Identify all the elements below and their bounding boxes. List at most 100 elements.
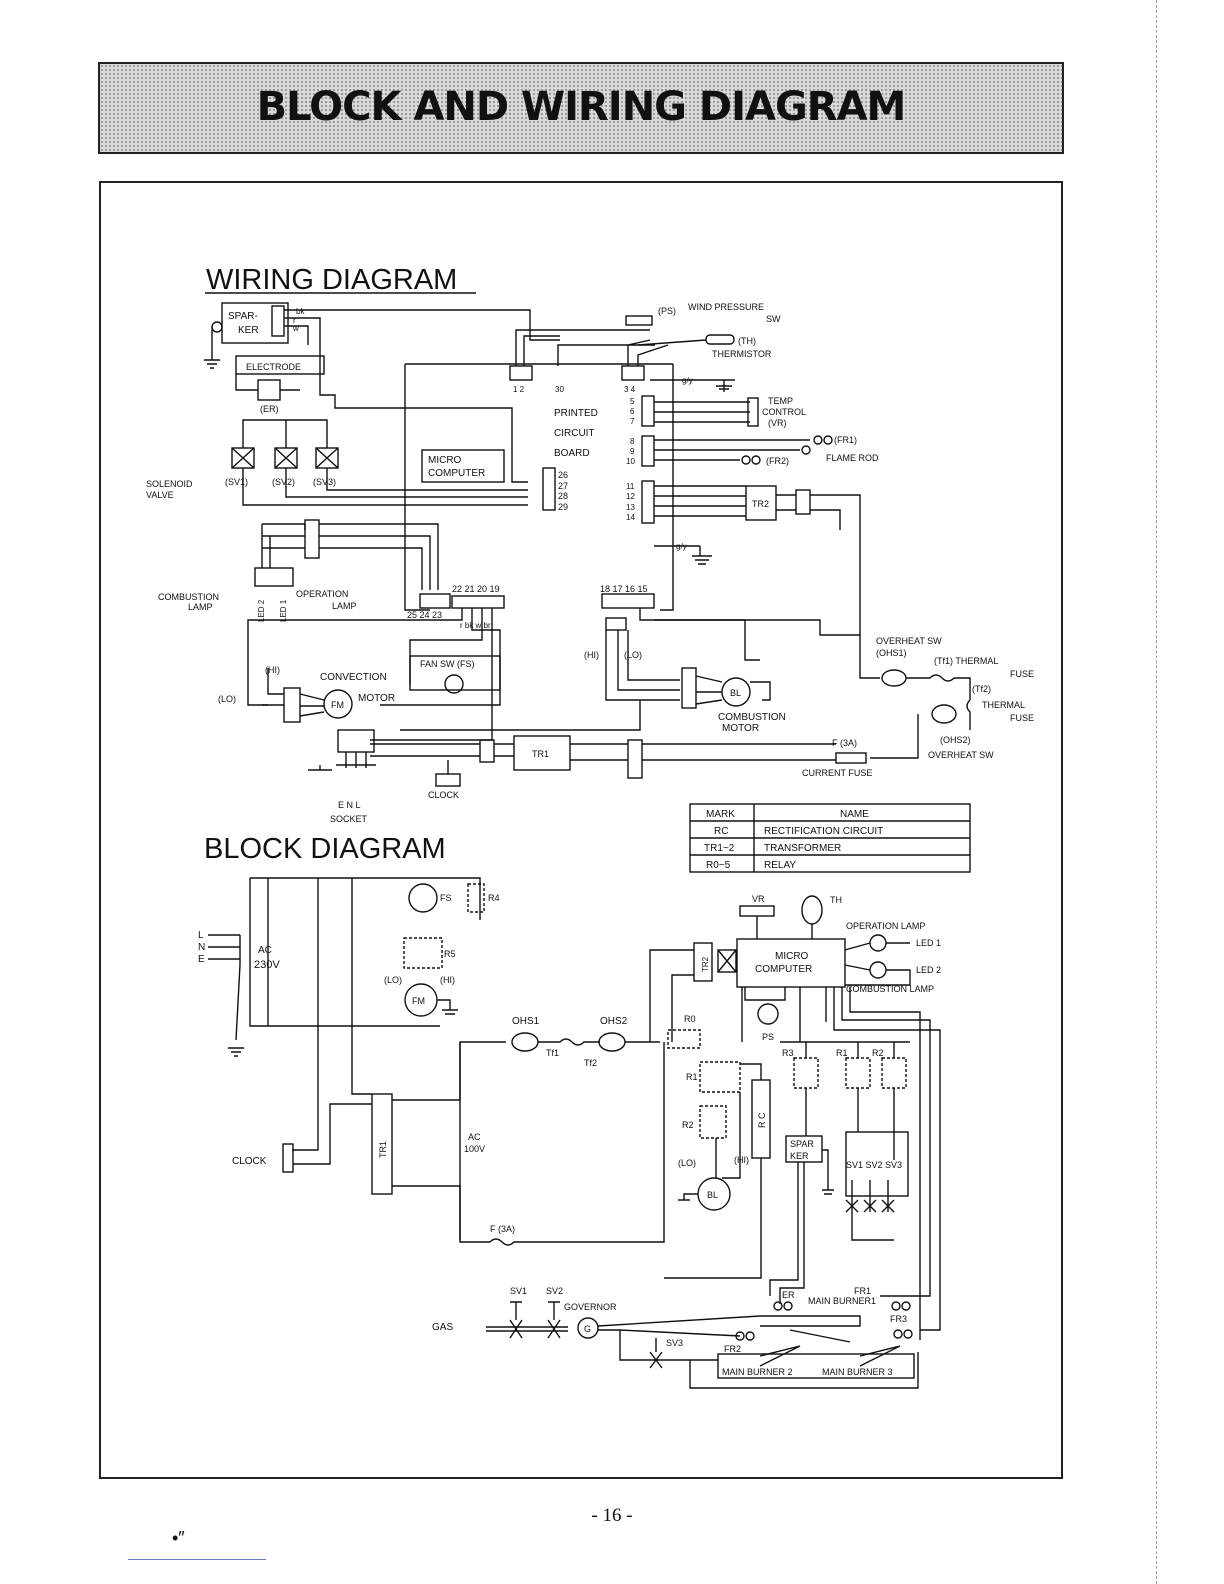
electrode-box <box>235 355 325 375</box>
ps-label: (PS) <box>658 306 676 316</box>
temp-label: TEMP <box>768 396 793 406</box>
fm-label: FM <box>331 700 344 710</box>
svg-text:8: 8 <box>630 437 635 446</box>
current-fuse-icon <box>835 752 867 764</box>
tr2-box <box>745 485 777 521</box>
governor-icon <box>577 1317 599 1339</box>
block-micro-label: MICRO <box>775 951 809 962</box>
gas-sv1-label: SV1 <box>510 1286 527 1296</box>
pin-29: 29 <box>558 502 568 512</box>
main-burner1-label: MAIN BURNER1 <box>808 1296 876 1306</box>
v230-label: 230V <box>254 959 280 971</box>
block-r3-label: R3 <box>782 1048 794 1058</box>
footer-line <box>128 1559 266 1560</box>
block-r1-label: R1 <box>686 1072 698 1082</box>
sv3-label: (SV3) <box>313 477 336 487</box>
convection-label-2: MOTOR <box>358 693 395 704</box>
block-r2-label: R2 <box>682 1120 694 1130</box>
svg-text:g/y: g/y <box>676 542 687 551</box>
convection-label: CONVECTION <box>320 672 387 683</box>
block-r1b-label: R1 <box>836 1048 848 1058</box>
ohs1-label: (OHS1) <box>876 648 907 658</box>
micro-label-2: COMPUTER <box>428 468 485 479</box>
pins-18-15: 18 17 16 15 <box>600 584 648 594</box>
r0-label: R0 <box>684 1014 696 1024</box>
table-row-mark: R0~5 <box>706 860 731 871</box>
burner-fr3-label: FR3 <box>890 1314 907 1324</box>
block-sv-row-label: SV1 SV2 SV3 <box>846 1160 902 1170</box>
edge-line <box>1156 0 1157 1584</box>
svg-text:5: 5 <box>630 397 635 406</box>
pin-26: 26 <box>558 470 568 480</box>
led1-label: LED 1 <box>279 599 288 622</box>
block-ohs2-label: OHS2 <box>600 1016 628 1027</box>
flame-rod-label: FLAME ROD <box>826 453 879 463</box>
stray-mark: •″ <box>172 1528 185 1548</box>
block-led1-label: LED 1 <box>916 938 941 948</box>
bl-label: BL <box>730 688 741 698</box>
er-label: (ER) <box>260 404 279 414</box>
page-number: - 16 - <box>591 1505 633 1526</box>
sparker-terminal-icon <box>211 321 223 333</box>
ohs1-block-icon <box>511 1032 539 1052</box>
solenoid-label-2: VALVE <box>146 490 174 500</box>
temp-label-3: (VR) <box>768 418 787 428</box>
socket-label: SOCKET <box>330 814 368 824</box>
pins-22-19: 22 21 20 19 <box>452 584 500 594</box>
tr1-block-box <box>371 1093 393 1195</box>
ohs2-label: (OHS2) <box>940 735 971 745</box>
operation-lamp-label-2: LAMP <box>332 601 357 611</box>
ac100-label: AC <box>468 1132 481 1142</box>
block-bl-hi-label: (HI) <box>734 1155 749 1165</box>
micro-computer-box <box>421 449 505 483</box>
svg-text:w: w <box>292 324 299 333</box>
pin-28: 28 <box>558 491 568 501</box>
gas-sv3-label: SV3 <box>666 1338 683 1348</box>
block-th-label: TH <box>830 895 842 905</box>
current-fuse-label: CURRENT FUSE <box>802 768 872 778</box>
temp-label-2: CONTROL <box>762 407 806 417</box>
svg-text:N: N <box>198 942 205 953</box>
solenoid-valves <box>231 419 528 506</box>
convection-motor-icon <box>323 689 353 719</box>
tr2-block-box <box>693 942 713 982</box>
thermal-fuse-label: (Tf1) THERMAL <box>934 656 998 666</box>
fan-sw-label: FAN SW (FS) <box>420 659 475 669</box>
svg-text:12: 12 <box>626 492 635 501</box>
vr-block-icon <box>739 905 775 917</box>
block-tr1-label: TR1 <box>378 1141 388 1158</box>
fuse-label: FUSE <box>1010 669 1034 679</box>
gas-sv2-label: SV2 <box>546 1286 563 1296</box>
combustion-hi-label: (HI) <box>584 650 599 660</box>
sparker-label-2: KER <box>238 325 259 336</box>
tf2-label: (Tf2) <box>972 684 991 694</box>
tr1-label: TR1 <box>532 749 549 759</box>
svg-text:bk: bk <box>296 307 305 316</box>
clock-label: CLOCK <box>428 790 459 800</box>
svg-text:7: 7 <box>630 417 635 426</box>
table-row-mark: TR1~2 <box>704 843 735 854</box>
fan-switch-box <box>409 655 501 691</box>
table-header-mark: MARK <box>706 809 735 820</box>
pins-25-23: 25 24 23 <box>407 610 442 620</box>
sv-block-box <box>845 1131 909 1197</box>
ac230-label: AC <box>258 945 272 956</box>
sparker-label: SPAR- <box>228 311 258 322</box>
led1-block-icon <box>869 934 887 952</box>
svg-text:14: 14 <box>626 513 635 522</box>
micro-label: MICRO <box>428 455 462 466</box>
gas-label: GAS <box>432 1322 453 1333</box>
block-bl-label: BL <box>707 1190 718 1200</box>
overheat-sw-label-2: OVERHEAT SW <box>928 750 994 760</box>
block-tf1-label: Tf1 <box>546 1048 559 1058</box>
convection-hi-label: (HI) <box>265 665 280 675</box>
overheat-sw-1-icon <box>881 669 907 687</box>
block-ohs1-label: OHS1 <box>512 1016 540 1027</box>
ohs2-block-icon <box>598 1032 626 1052</box>
led-connector <box>254 567 294 587</box>
block-sparker-label: SPAR <box>790 1139 814 1149</box>
r5-label: R5 <box>444 949 456 959</box>
operation-lamp-label: OPERATION <box>296 589 348 599</box>
overheat-sw-2-icon <box>931 704 957 724</box>
block-tr2-label: TR2 <box>701 956 710 972</box>
